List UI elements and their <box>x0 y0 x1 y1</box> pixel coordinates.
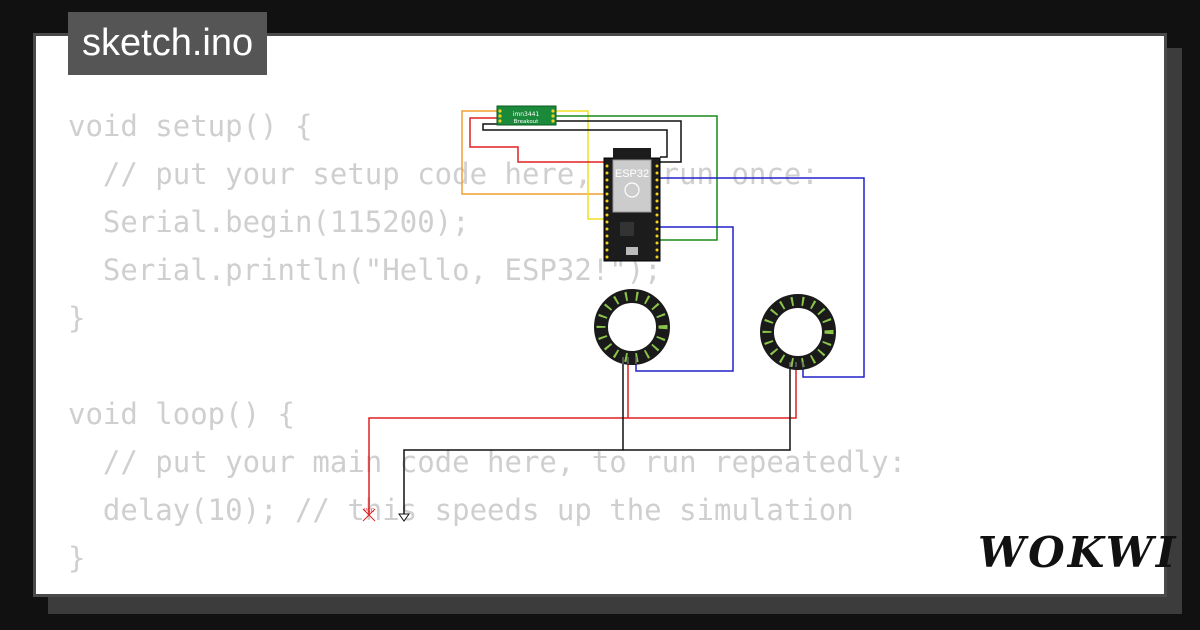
wire-blue-middle <box>635 226 734 372</box>
wire-yellow <box>556 110 606 220</box>
vcc-label: VCC <box>364 508 375 514</box>
wokwi-logo: WOKWI <box>978 528 1179 577</box>
code-line: } <box>68 301 86 335</box>
led-ring-right[interactable] <box>760 294 836 370</box>
wire-red-power-2 <box>628 366 797 419</box>
vcc-symbol-icon: VCC <box>362 508 376 522</box>
code-line: } <box>68 541 86 575</box>
espressif-logo-icon <box>624 182 640 198</box>
ground-symbol-icon <box>398 513 410 522</box>
esp32-board[interactable]: ESP32 <box>603 148 661 262</box>
file-tab[interactable]: sketch.ino <box>68 12 268 75</box>
code-line: void loop() { <box>68 397 295 431</box>
wire-blue-right <box>660 177 865 378</box>
breakout-label-2: Breakout <box>514 119 540 125</box>
esp32-pins <box>605 164 659 259</box>
wire-orange <box>461 110 606 195</box>
wire-black-breakout-2 <box>556 120 682 163</box>
led-ring-left[interactable] <box>594 289 670 365</box>
code-line: Serial.begin(115200); <box>68 205 470 239</box>
wire-red-breakout <box>469 117 606 163</box>
wire-black-ground <box>403 363 624 514</box>
code-line: delay(10); // this speeds up the simulat… <box>68 493 854 527</box>
esp32-label: ESP32 <box>615 168 649 180</box>
wire-black-ground-2 <box>623 366 791 451</box>
wire-black-breakout <box>482 123 668 158</box>
usb-port-icon <box>626 247 638 255</box>
code-line: void setup() { <box>68 109 313 143</box>
code-line: Serial.println("Hello, ESP32!"); <box>68 253 662 287</box>
breakout-label-1: imn3441 <box>513 111 540 118</box>
breakout-board[interactable]: imn3441 Breakout <box>496 105 557 126</box>
wire-red-power <box>368 363 629 515</box>
